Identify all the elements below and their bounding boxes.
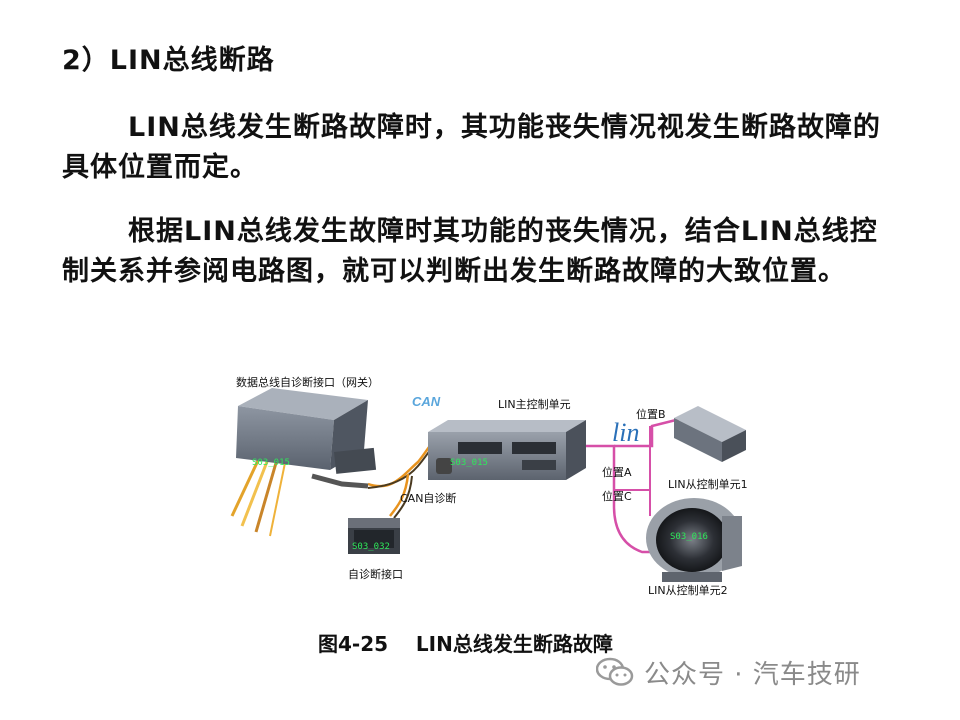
paragraph-2: 根据LIN总线发生故障时其功能的丧失情况，结合LIN总线控制关系并参阅电路图，就… [62, 216, 878, 287]
lin-slave-1-label: LIN从控制单元1 [668, 478, 748, 491]
lin-logo: lin [612, 418, 640, 447]
section-heading: 2）LIN总线断路 [62, 45, 275, 76]
can-logo: CAN [412, 394, 441, 409]
gateway-harness [230, 451, 287, 537]
position-a-label: 位置A [602, 466, 632, 479]
gateway-part-number: S03_015 [252, 458, 290, 468]
diag-part-number: S03_032 [352, 542, 390, 552]
gateway-module [236, 388, 377, 474]
diag-port-label: 自诊断接口 [348, 568, 403, 581]
paragraph-1: LIN总线发生断路故障时，其功能丧失情况视发生断路故障的具体位置而定。 [62, 112, 881, 183]
master-part-number: S03_015 [450, 458, 488, 468]
lin-slave-unit-2 [646, 498, 742, 582]
lin-circuit-figure: 数据总线自诊断接口（网关） CAN LIN主控制单元 CAN自诊断 自诊断接口 … [222, 366, 762, 606]
lin-slave-2-label: LIN从控制单元2 [648, 584, 728, 597]
position-c-label: 位置C [602, 490, 632, 503]
gateway-label: 数据总线自诊断接口（网关） [236, 376, 379, 389]
position-b-label: 位置B [636, 408, 666, 421]
wechat-icon [595, 657, 634, 687]
lin-slave-unit-1 [674, 406, 746, 462]
lin-bus-wires [586, 416, 685, 554]
lin-master-label: LIN主控制单元 [498, 398, 571, 411]
lin-master-unit [428, 420, 586, 480]
figure-illustration [230, 388, 746, 582]
slave2-part-number: S03_016 [670, 532, 708, 542]
diagnostic-connector [348, 518, 400, 554]
can-diag-label: CAN自诊断 [400, 492, 457, 505]
watermark-text: 公众号 · 汽车技研 [644, 659, 861, 690]
watermark: 公众号 · 汽车技研 [595, 652, 861, 692]
figure-caption: 图4-25 LIN总线发生断路故障 [318, 632, 613, 656]
